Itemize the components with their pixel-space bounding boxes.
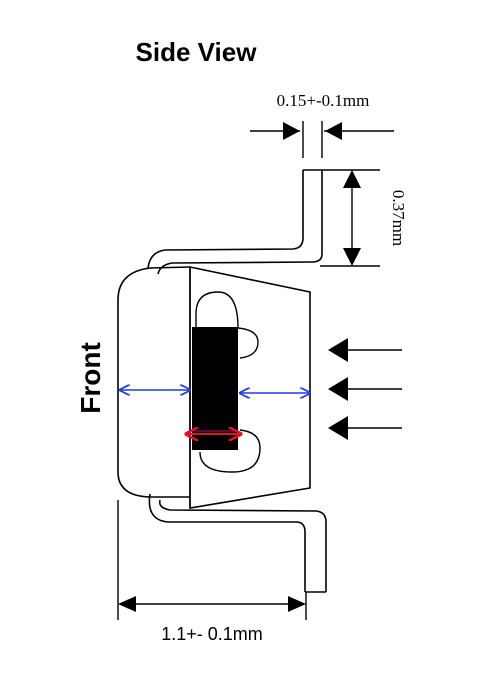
bottom-lead-outer xyxy=(158,499,327,592)
arrow-left-icon xyxy=(118,596,136,612)
arrow-right-icon xyxy=(283,122,300,140)
arrow-left-icon xyxy=(325,122,342,140)
arrow-down-icon xyxy=(343,248,361,266)
bottom-lead-inner xyxy=(148,493,306,592)
diagram-title: Side View xyxy=(136,37,258,67)
body-width-dimension xyxy=(117,500,307,620)
lead-thickness-dimension xyxy=(250,121,394,158)
arrow-left-icon xyxy=(328,338,348,362)
lower-cavity xyxy=(199,429,261,473)
lead-height-label: 0.37mm xyxy=(389,190,408,246)
arrow-left-icon xyxy=(328,416,348,440)
body-width-label: 1.1+- 0.1mm xyxy=(161,624,263,644)
package-body-left xyxy=(117,266,191,498)
arrow-up-icon xyxy=(343,170,361,188)
lead-height-dimension xyxy=(320,169,380,267)
lead-thickness-label: 0.15+-0.1mm xyxy=(277,91,370,110)
top-lead-inner xyxy=(147,170,304,269)
upper-cavity xyxy=(195,291,239,329)
incoming-arrows xyxy=(328,338,402,440)
die-chip xyxy=(192,327,238,450)
arrow-right-icon xyxy=(288,596,306,612)
front-label: Front xyxy=(75,342,106,414)
upper-cavity-right xyxy=(237,327,259,359)
arrow-left-icon xyxy=(328,377,348,401)
top-lead-outer xyxy=(157,170,323,275)
